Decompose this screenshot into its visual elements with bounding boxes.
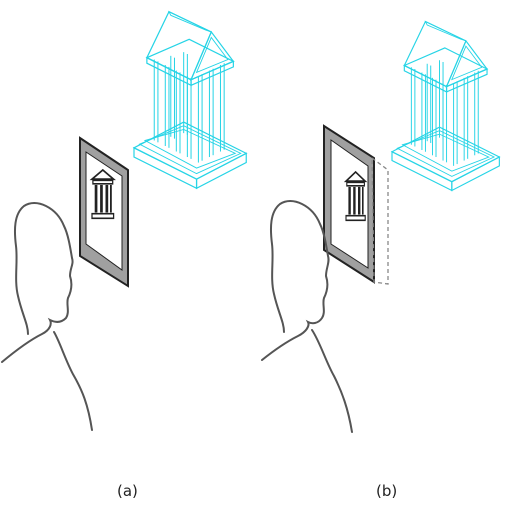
person-head-outline-b <box>261 200 353 433</box>
caption-b: (b) <box>376 482 398 500</box>
caption-a: (a) <box>117 482 138 500</box>
temple-3d-model-a <box>133 11 247 189</box>
panel-a <box>1 11 247 431</box>
person-head-outline-a <box>1 202 93 431</box>
tablet-a <box>79 136 129 288</box>
tablet-b <box>323 124 389 285</box>
temple-3d-model-b <box>391 20 500 192</box>
panel-b <box>261 20 500 433</box>
dashed-projection-frame <box>371 156 389 285</box>
